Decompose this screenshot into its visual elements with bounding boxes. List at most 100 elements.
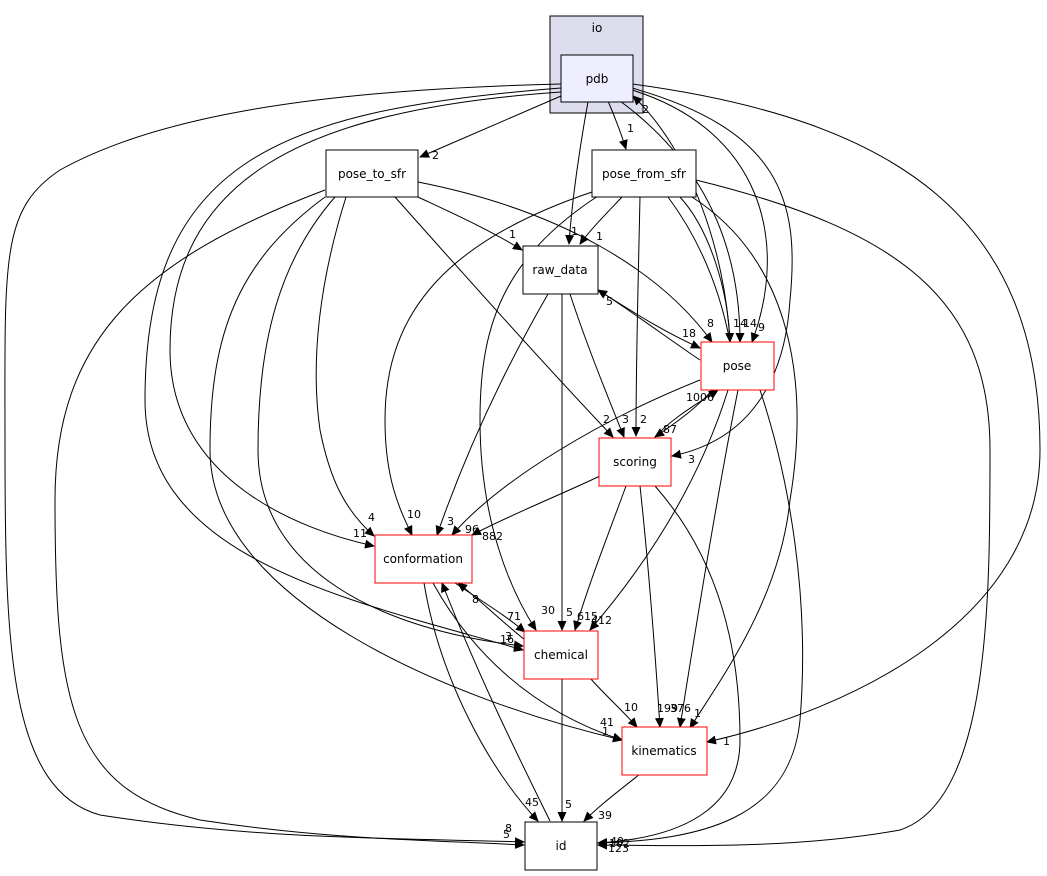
label-scoring-id: 102 [609, 837, 630, 850]
label-pose-chemical: 412 [591, 614, 612, 627]
edge-pose_from_sfr-id [597, 179, 991, 850]
edge-pose_to_sfr-chemical [257, 196, 524, 650]
edge-raw_data-scoring [569, 293, 625, 438]
edge-pose_to_sfr-pose [417, 181, 713, 343]
label-pdb-pose-9: 9 [758, 321, 765, 334]
edge-scoring-chemical [573, 485, 627, 631]
node-pose_to_sfr[interactable]: pose_to_sfr [325, 149, 419, 198]
label-pdb-pose-14: 14 [733, 317, 747, 330]
edge-pdb-pose_from_sfr [607, 100, 628, 150]
label-pose_to_sfr-chemical: 3 [505, 630, 512, 643]
label-pose_to_sfr-raw_data: 1 [509, 228, 516, 241]
label-pdb-id: 8 [505, 822, 512, 835]
node-id[interactable]: id [524, 821, 598, 871]
label-pose_from_sfr-scoring: 2 [640, 413, 647, 426]
edges [4, 83, 1041, 850]
label-pdb-conformation: 11 [353, 527, 367, 540]
edge-chemical-conformation [457, 582, 526, 641]
node-id-label: id [556, 839, 567, 853]
edge-pose_from_sfr-conformation [384, 191, 593, 536]
label-pose_to_sfr-scoring: 2 [603, 413, 610, 426]
label-pose_to_sfr-id: 5 [503, 828, 510, 841]
label-conformation-kinematics: 1 [602, 725, 609, 738]
node-conformation[interactable]: conformation [374, 534, 473, 584]
label-scoring-kinematics: 199 [657, 702, 678, 715]
edge-pose_from_sfr-kinematics [689, 196, 798, 729]
label-pdb-pose_from_sfr: 1 [627, 122, 634, 135]
nodes: pdb pose_to_sfr pose_from_sfr raw_data p… [325, 54, 775, 871]
node-pose_from_sfr-label: pose_from_sfr [602, 167, 686, 181]
label-pose_from_sfr-pdb: 2 [642, 103, 649, 116]
edge-chemical-kinematics [589, 677, 638, 728]
edge-conformation-kinematics [432, 582, 623, 742]
edge-pose_from_sfr-raw_data [579, 196, 623, 245]
node-chemical-label: chemical [534, 648, 588, 662]
label-scoring-conformation: 882 [482, 530, 503, 543]
edge-pdb-pose_to_sfr [419, 95, 562, 158]
label-pose_to_sfr-pose: 8 [707, 317, 714, 330]
edge-pose_to_sfr-raw_data [417, 196, 523, 251]
node-pdb-label: pdb [586, 72, 609, 86]
edge-pdb-chemical [144, 87, 562, 652]
label-pdb-chemical: 16 [500, 633, 514, 646]
label-conformation-chemical: 71 [507, 610, 521, 623]
edge-scoring-id [597, 485, 741, 847]
label-pose_from_sfr-kinematics: 1 [694, 707, 701, 720]
label-pose_from_sfr-raw_data: 1 [596, 230, 603, 243]
edge-kinematics-id [583, 773, 641, 822]
label-pose_from_sfr-conformation: 10 [407, 508, 421, 521]
edge-pdb-kinematics [631, 83, 1041, 745]
label-kinematics-id: 39 [598, 809, 612, 822]
edge-pose-kinematics [676, 389, 739, 728]
label-pose_from_sfr-chemical: 30 [541, 604, 555, 617]
edge-pose-chemical [589, 389, 729, 631]
edge-scoring-kinematics [639, 485, 664, 728]
edge-pose-conformation [451, 379, 701, 536]
node-pose-label: pose [723, 359, 752, 373]
label-pose_to_sfr-conformation: 4 [368, 511, 375, 524]
edge-pose_to_sfr-conformation [315, 196, 375, 537]
label-pose-raw_data: 5 [606, 295, 613, 308]
label-pose_from_sfr-id: 123 [608, 842, 629, 855]
edge-pose_from_sfr-pose [679, 196, 735, 343]
label-raw_data-chemical: 5 [566, 606, 573, 619]
node-pose_from_sfr[interactable]: pose_from_sfr [591, 149, 697, 198]
edge-pdb-id [4, 83, 562, 847]
node-pdb[interactable]: pdb [560, 54, 634, 103]
edge-conformation-id [423, 582, 539, 822]
edge-scoring-conformation [471, 475, 601, 536]
node-scoring[interactable]: scoring [598, 437, 672, 487]
node-chemical[interactable]: chemical [523, 630, 599, 680]
node-kinematics-label: kinematics [631, 744, 696, 758]
node-raw_data-label: raw_data [532, 263, 587, 277]
label-pose-kinematics: 376 [670, 702, 691, 715]
cluster-io-label: io [592, 21, 603, 35]
label-pdb-pose_to_sfr: 2 [432, 149, 439, 162]
node-pose_to_sfr-label: pose_to_sfr [338, 167, 406, 181]
edge-raw_data-conformation [435, 293, 549, 536]
label-scoring-chemical: 615 [577, 610, 598, 623]
edge-pose-id [597, 389, 804, 848]
edge-pose_from_sfr-pdb [633, 96, 731, 343]
node-scoring-label: scoring [613, 455, 657, 469]
label-pose-scoring: 87 [663, 423, 677, 436]
node-pose[interactable]: pose [700, 341, 775, 391]
label-conformation-id: 45 [525, 796, 539, 809]
edge-pose_to_sfr-scoring [394, 196, 614, 438]
node-conformation-label: conformation [383, 552, 463, 566]
edge-pdb-conformation [169, 91, 562, 549]
label-chemical-kinematics: 10 [624, 701, 638, 714]
label-chemical-conformation: 8 [472, 593, 479, 606]
label-raw_data-conformation: 3 [447, 515, 454, 528]
node-raw_data[interactable]: raw_data [522, 245, 599, 295]
edge-pdb-raw_data [565, 101, 589, 245]
label-pdb-raw_data: 1 [571, 225, 578, 238]
edge-pdb-pose-14 [619, 100, 745, 343]
label-pdb-kinematics: 1 [723, 735, 730, 748]
node-kinematics[interactable]: kinematics [621, 726, 708, 776]
edge-pose_to_sfr-kinematics [209, 196, 623, 743]
label-pose_from_sfr-pose: 14 [743, 317, 757, 330]
edge-pdb-pose-9 [631, 89, 768, 343]
label-pose_to_sfr-kinematics: 41 [600, 716, 614, 729]
edge-labels: 2 1 1 14 9 3 11 16 1 8 2 1 8 2 4 3 41 5 … [353, 103, 765, 855]
